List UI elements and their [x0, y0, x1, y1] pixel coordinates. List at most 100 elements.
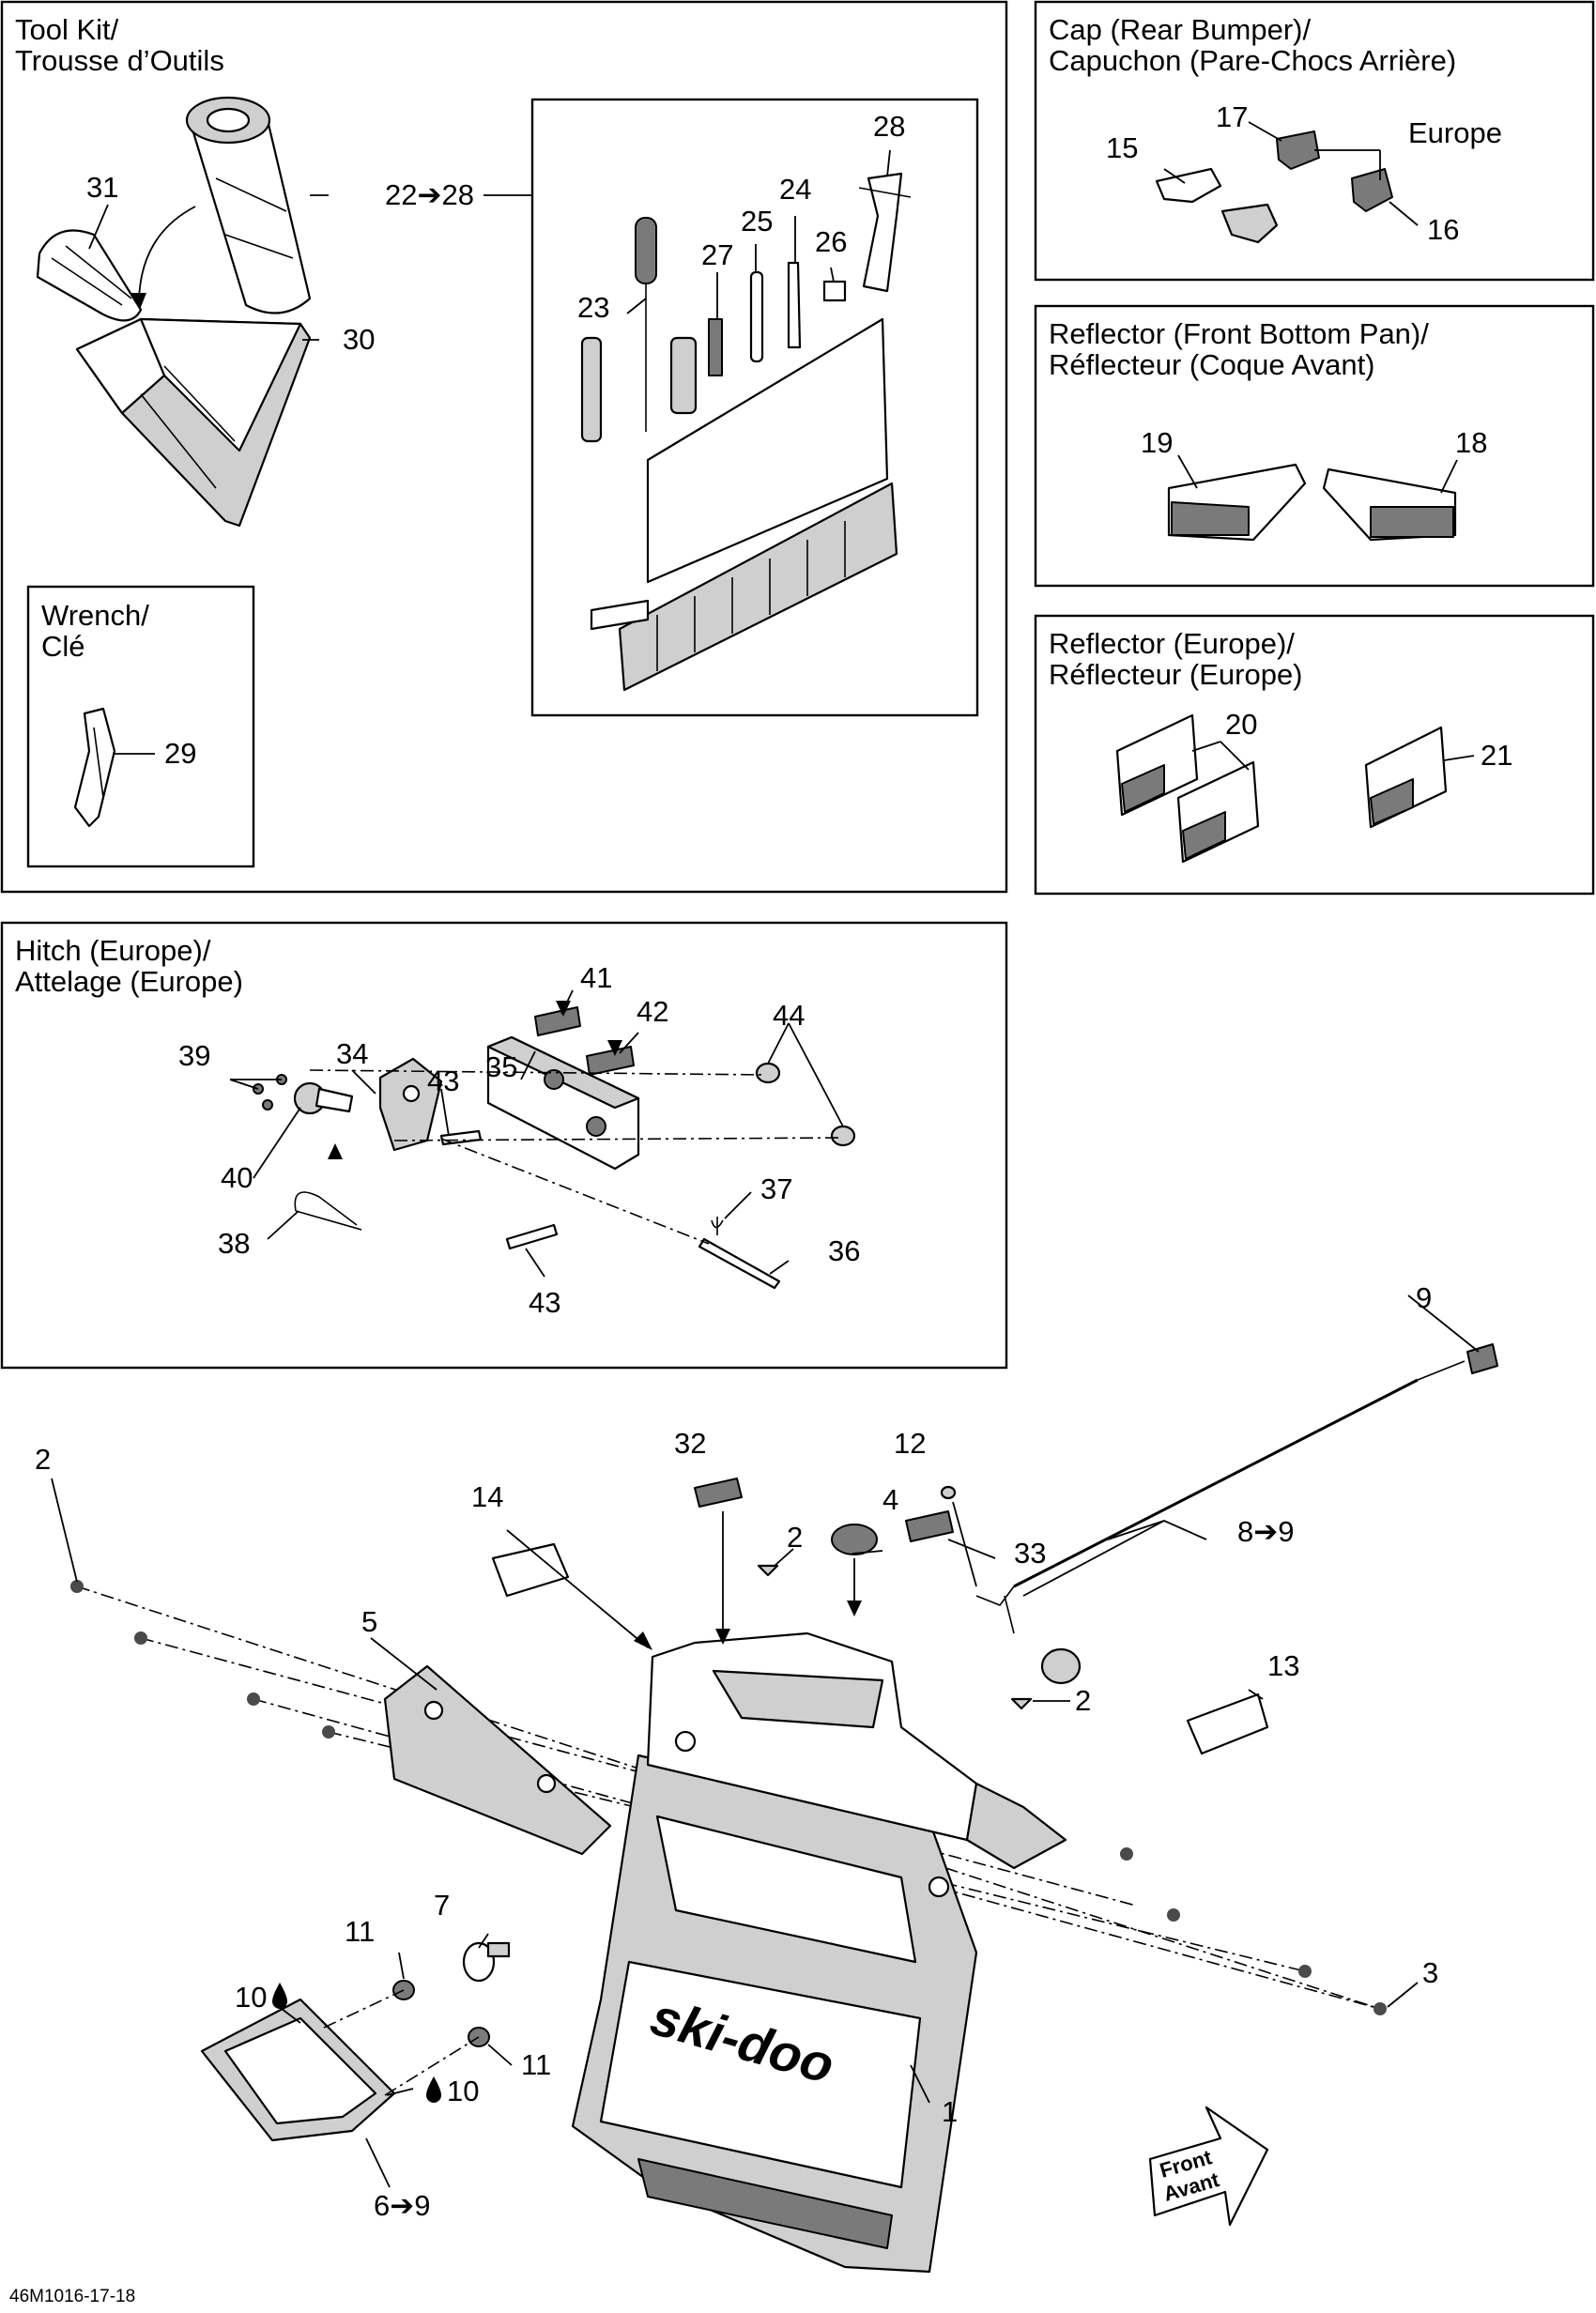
reflector-europe-title-line2: Réflecteur (Europe): [1049, 658, 1303, 691]
reflector-20a-part: [1115, 713, 1199, 817]
rear-flap-part: [571, 1754, 978, 2274]
reflector-front-box: [1034, 304, 1595, 588]
callout-23: 23: [577, 291, 609, 324]
callout-8-9: 8➔9: [1237, 1515, 1294, 1548]
front-arrow-icon: [1148, 2106, 1269, 2227]
callout-11b: 11: [521, 2048, 551, 2081]
cap-16-part: [1351, 168, 1393, 212]
callout-43b: 43: [529, 1286, 560, 1319]
leader-lines: [51, 121, 1480, 2188]
callout-26: 26: [815, 225, 847, 258]
cap-15-part: [1155, 167, 1279, 244]
callout-24: 24: [779, 173, 811, 206]
push-rivet-2-part: [757, 1564, 1033, 1710]
callout-21: 21: [1481, 739, 1512, 772]
callout-16: 16: [1427, 213, 1459, 246]
callout-7: 7: [434, 1889, 450, 1922]
diagram-code: 46M1016-17-18: [9, 2287, 135, 2306]
tool-bag-part: [75, 317, 312, 528]
reflector-20b-part: [1176, 760, 1260, 864]
callout-10b: 10: [447, 2075, 479, 2107]
callout-44: 44: [773, 999, 805, 1032]
tool-kit-title-line1: Tool Kit/: [15, 13, 119, 46]
callout-2b: 2: [787, 1521, 803, 1554]
hitch-rod-36-part: [698, 1237, 781, 1290]
screwdriver-part: [635, 217, 657, 432]
badge-4-part: [831, 1524, 878, 1555]
callout-34: 34: [336, 1037, 368, 1070]
tail-light-socket-part: [975, 1585, 1082, 1685]
cap-region-label: Europe: [1408, 116, 1502, 149]
tool-kit-inset-box: [530, 98, 979, 717]
drop-icon: [426, 2076, 441, 2103]
callout-14: 14: [471, 1480, 503, 1513]
fastener-rivets: [70, 1580, 1387, 2015]
callout-19: 19: [1141, 426, 1173, 459]
callout-3: 3: [1422, 1956, 1438, 1989]
callout-13: 13: [1267, 1649, 1299, 1682]
wrench-29-part: [73, 707, 116, 828]
reflector-europe-title-line1: Reflector (Europe)/: [1049, 627, 1295, 660]
sticker-14-part: [491, 1542, 570, 1598]
cap-box: [1034, 0, 1595, 282]
cap-title-line2: Capuchon (Pare-Chocs Arrière): [1049, 44, 1456, 77]
hitch-bolt-43-part: [439, 1129, 559, 1250]
reflector-18-part: [1322, 467, 1457, 542]
strap-part: [36, 229, 143, 322]
wrench-28-part: [858, 172, 912, 293]
callout-11a: 11: [345, 1915, 375, 1948]
fastener-dash-line-4: [328, 1731, 1306, 1972]
wiring-harness-part: [1013, 1343, 1498, 1588]
hitch-sticker-42-part: [586, 1046, 635, 1076]
grommet-12-part: [940, 1485, 957, 1500]
hitch-dash-line-3: [440, 1138, 710, 1245]
hitch-title-line2: Attelage (Europe): [15, 965, 243, 998]
callout-43a: 43: [427, 1065, 459, 1097]
callout-22-28: 22➔28: [385, 178, 474, 211]
callout-39: 39: [178, 1039, 210, 1072]
callout-31: 31: [86, 171, 118, 204]
wrench-title-line2: Clé: [41, 630, 85, 663]
tail-light-dash-1: [323, 1989, 405, 2029]
hitch-clip-37-part: [711, 1217, 724, 1235]
callout-18: 18: [1455, 426, 1487, 459]
callout-25: 25: [741, 205, 773, 237]
reflector-front-title-line2: Réflecteur (Coque Avant): [1049, 348, 1375, 381]
hitch-box: [0, 921, 1008, 1370]
reflector-21-part: [1364, 726, 1448, 829]
hitch-sticker-41-part: [534, 1006, 581, 1036]
tool-kit-box: [0, 0, 1008, 894]
callout-36: 36: [828, 1234, 860, 1267]
callout-15: 15: [1106, 131, 1138, 164]
arrowheads: [328, 1001, 862, 1650]
wrench-title-line1: Wrench/: [41, 599, 149, 632]
callout-32: 32: [674, 1427, 706, 1460]
callout-4: 4: [882, 1483, 898, 1516]
callout-10a: 10: [235, 1981, 267, 2014]
callout-9: 9: [1416, 1281, 1432, 1314]
tail-light-part: [200, 1998, 396, 2142]
sticker-32-part: [694, 1478, 743, 1508]
tool-kit-title-line2: Trousse d’Outils: [15, 44, 224, 77]
callout-33: 33: [1014, 1537, 1046, 1570]
callout-1: 1: [942, 2095, 958, 2128]
hitch-title-line1: Hitch (Europe)/: [15, 934, 211, 967]
reflector-19-part: [1167, 463, 1307, 542]
tool-roll-arrow: [138, 206, 196, 301]
tool-board-part: [590, 317, 898, 692]
callout-28: 28: [873, 110, 905, 143]
callout-37: 37: [760, 1172, 792, 1205]
hitch-nuts-44-part: [755, 1062, 856, 1147]
callout-6-9: 6➔9: [374, 2189, 430, 2222]
callout-42: 42: [637, 995, 668, 1028]
callout-2a: 2: [35, 1443, 51, 1476]
reflector-front-title-line1: Reflector (Front Bottom Pan)/: [1049, 317, 1429, 350]
callout-12: 12: [894, 1427, 926, 1460]
callout-41: 41: [580, 961, 612, 994]
nut-11-part: [392, 1980, 490, 2047]
sticker-13-part: [1186, 1693, 1269, 1755]
drop-icon: [272, 1983, 287, 2009]
tail-light-dash-2: [384, 2036, 480, 2096]
cap-17-part: [1276, 130, 1320, 170]
